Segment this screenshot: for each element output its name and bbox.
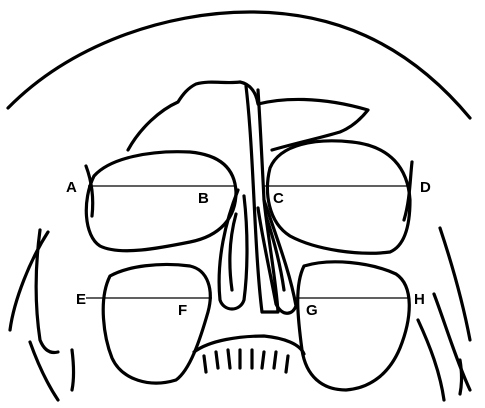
left-maxillary-sinus [103, 264, 210, 383]
label-e: E [76, 291, 86, 308]
left-lower-mark [72, 350, 74, 390]
right-maxillary-sinus [298, 262, 410, 390]
left-inner-turbinate [230, 214, 236, 290]
skull-vault-outline [8, 12, 470, 118]
right-lower-mark [460, 360, 462, 394]
label-c: C [273, 190, 284, 207]
label-g: G [306, 302, 318, 319]
left-orbit-outline [86, 152, 236, 251]
upper-teeth [194, 336, 304, 372]
label-a: A [66, 179, 77, 196]
label-b: B [198, 190, 209, 207]
label-h: H [414, 291, 425, 308]
left-face-contour [10, 230, 58, 400]
right-orbit-outline [267, 141, 410, 253]
label-d: D [420, 179, 431, 196]
label-f: F [178, 302, 187, 319]
